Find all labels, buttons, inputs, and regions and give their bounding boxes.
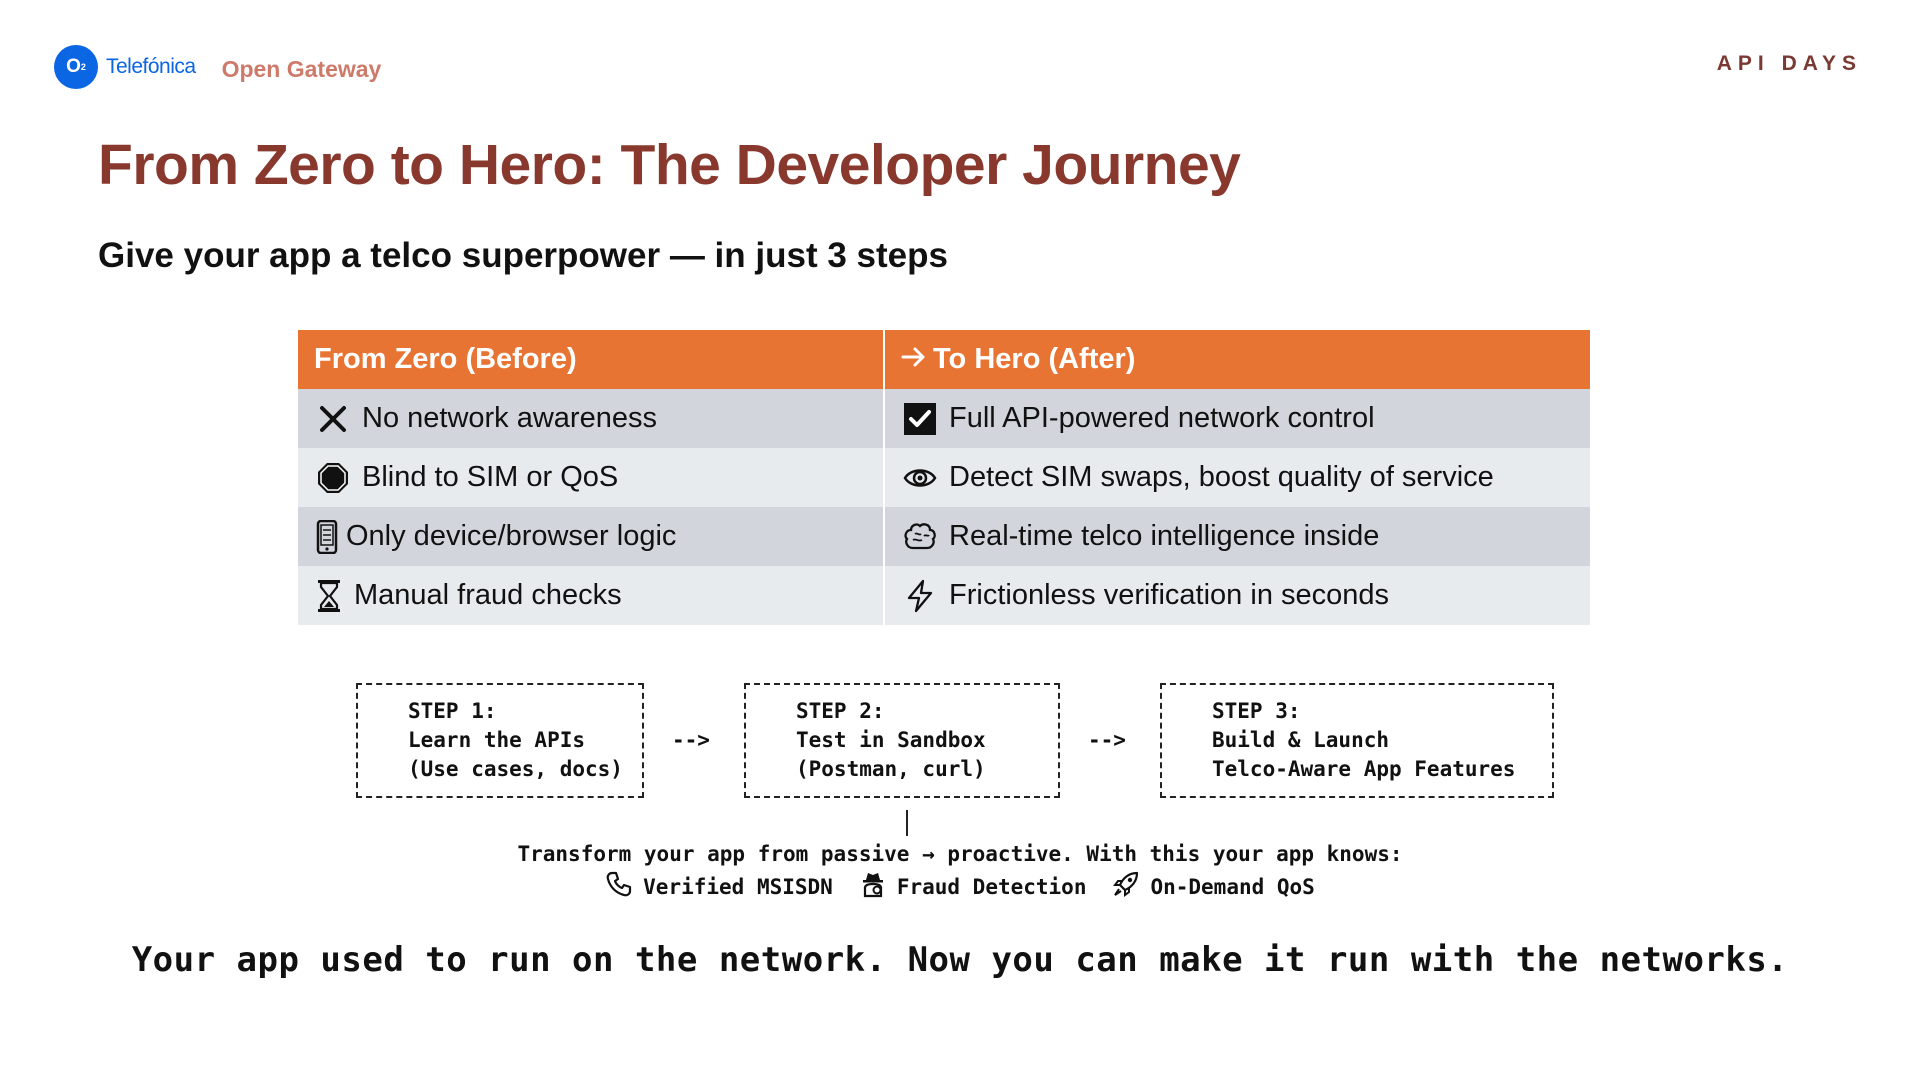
cell-after: Detect SIM swaps, boost quality of servi… — [885, 448, 1590, 507]
flow-arrow: --> — [672, 728, 710, 752]
cell-before: Only device/browser logic — [298, 507, 885, 566]
cell-after: Real-time telco intelligence inside — [885, 507, 1590, 566]
feature-item: Fraud Detection — [859, 870, 1087, 903]
table-header-row: From Zero (Before) To Hero (After) — [298, 330, 1590, 389]
step-3-label: STEP 3: — [1212, 699, 1301, 723]
cell-after-text: Full API-powered network control — [949, 402, 1375, 434]
header-after-label: To Hero (After) — [933, 343, 1136, 375]
rocket-icon — [1112, 870, 1140, 903]
step-1-line2: (Use cases, docs) — [408, 757, 623, 781]
stop-sign-icon — [314, 459, 352, 497]
cell-before-text: Blind to SIM or QoS — [362, 461, 619, 493]
step-1-line1: Learn the APIs — [408, 728, 586, 752]
spy-icon — [859, 870, 887, 903]
connector-line — [906, 810, 908, 836]
header-after: To Hero (After) — [885, 330, 1590, 389]
cell-before-text: Manual fraud checks — [354, 579, 622, 611]
table-row: No network awareness Full API-powered ne… — [298, 389, 1590, 448]
cell-after-text: Frictionless verification in seconds — [949, 579, 1390, 611]
step-3-line1: Build & Launch — [1212, 728, 1390, 752]
step-1-label: STEP 1: — [408, 699, 497, 723]
feature-label: Verified MSISDN — [643, 874, 833, 899]
cell-before: Blind to SIM or QoS — [298, 448, 885, 507]
table-row: Only device/browser logic Real-time telc… — [298, 507, 1590, 566]
header-before-label: From Zero (Before) — [314, 343, 577, 375]
transform-text: Transform your app from passive → proact… — [517, 842, 1403, 866]
feature-list: Verified MSISDN Fraud Detection On-Deman… — [0, 870, 1920, 903]
feature-label: On-Demand QoS — [1150, 874, 1315, 899]
step-2-line1: Test in Sandbox — [796, 728, 986, 752]
page-subtitle: Give your app a telco superpower — in ju… — [98, 236, 948, 275]
cell-before-text: Only device/browser logic — [346, 520, 677, 552]
step-3-box: STEP 3: Build & Launch Telco-Aware App F… — [1160, 683, 1554, 798]
step-3-line2: Telco-Aware App Features — [1212, 757, 1516, 781]
cell-after-text: Detect SIM swaps, boost quality of servi… — [949, 461, 1494, 493]
check-box-icon — [901, 400, 939, 438]
header-before: From Zero (Before) — [298, 330, 885, 389]
event-label: API DAYS — [1716, 52, 1862, 75]
flow-arrow: --> — [1088, 728, 1126, 752]
comparison-table: From Zero (Before) To Hero (After) No ne… — [298, 330, 1590, 625]
cell-before: No network awareness — [298, 389, 885, 448]
feature-item: Verified MSISDN — [605, 870, 833, 903]
cell-before: Manual fraud checks — [298, 566, 885, 625]
table-row: Manual fraud checks Frictionless verific… — [298, 566, 1590, 625]
x-icon — [314, 400, 352, 438]
eye-icon — [901, 459, 939, 497]
phone-handset-icon — [605, 870, 633, 903]
cell-after: Frictionless verification in seconds — [885, 566, 1590, 625]
feature-label: Fraud Detection — [896, 874, 1087, 899]
brand-name: Telefónica — [106, 55, 196, 78]
page-title: From Zero to Hero: The Developer Journey — [98, 133, 1241, 197]
tagline: Your app used to run on the network. Now… — [131, 940, 1789, 980]
phone-icon — [314, 518, 340, 556]
lightning-icon — [901, 577, 939, 615]
step-2-label: STEP 2: — [796, 699, 885, 723]
step-2-box: STEP 2: Test in Sandbox (Postman, curl) — [744, 683, 1060, 798]
brand-sub: Open Gateway — [221, 55, 382, 82]
step-1-box: STEP 1: Learn the APIs (Use cases, docs) — [356, 683, 644, 798]
table-row: Blind to SIM or QoS Detect SIM swaps, bo… — [298, 448, 1590, 507]
cell-after: Full API-powered network control — [885, 389, 1590, 448]
hourglass-icon — [314, 577, 344, 615]
feature-item: On-Demand QoS — [1112, 870, 1315, 903]
arrow-right-icon — [901, 343, 927, 376]
cell-before-text: No network awareness — [362, 402, 657, 434]
cell-after-text: Real-time telco intelligence inside — [949, 520, 1380, 552]
step-2-line2: (Postman, curl) — [796, 757, 986, 781]
brain-icon — [901, 518, 939, 556]
